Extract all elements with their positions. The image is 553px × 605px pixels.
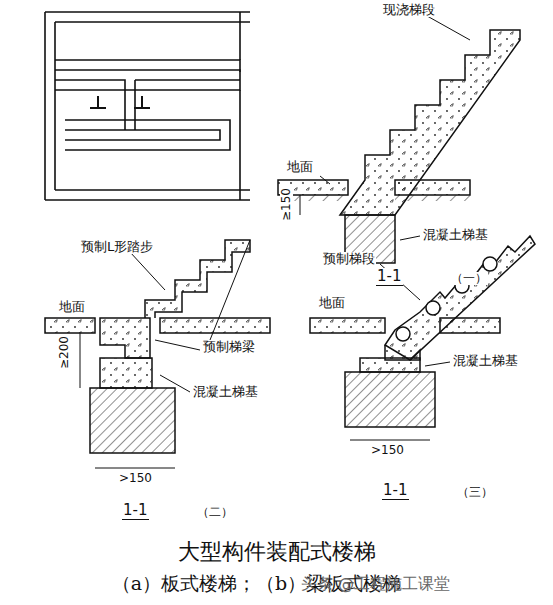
part-label: 地面	[318, 296, 346, 310]
dimension: ≥150	[280, 187, 293, 222]
dimension: >150	[370, 444, 405, 457]
part-label: 预制梯段	[322, 252, 376, 266]
dimension: >150	[118, 472, 153, 485]
caption: 大型构件装配式楼梯	[177, 540, 377, 564]
part-label: 预制L形踏步	[80, 240, 154, 254]
section-mark: 1-1	[382, 482, 409, 500]
part-label: 地面	[58, 300, 86, 314]
part-label: 混凝土梯基	[452, 354, 519, 368]
section-mark: 1-1	[376, 268, 403, 286]
section-mark: 1-1	[122, 502, 149, 520]
dimension: ≥200	[58, 335, 71, 370]
part-label: 混凝土梯基	[192, 385, 259, 399]
part-label: 混凝土梯基	[422, 228, 489, 242]
part-label: （二）	[196, 506, 234, 519]
part-label: 预制梯梁	[202, 340, 256, 354]
watermark: 头条 @工程施工课堂	[300, 575, 451, 593]
part-label: （三）	[456, 486, 494, 499]
part-label: 地面	[286, 160, 314, 174]
part-label: （一）	[450, 272, 488, 285]
part-label: 现浇梯段	[382, 3, 436, 17]
